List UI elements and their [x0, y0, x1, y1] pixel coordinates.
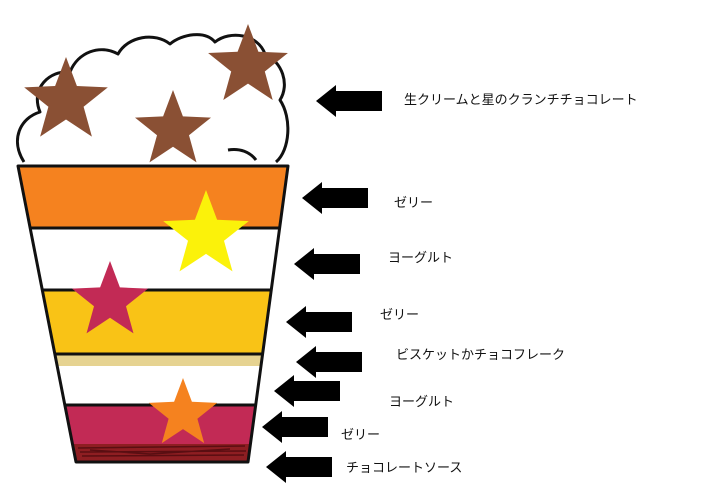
label-yogurt-2: ヨーグルト [389, 395, 455, 410]
arrow-left-icon [262, 411, 328, 443]
yogurt-layer-2 [57, 366, 261, 405]
star-icon [163, 190, 249, 272]
arrow-left-icon [316, 85, 382, 117]
biscuit-layer [54, 354, 263, 366]
arrow-left-icon [266, 451, 332, 483]
label-sauce: チョコレートソース [346, 461, 463, 476]
arrow-left-icon [296, 346, 362, 378]
arrow-left-icon [286, 306, 352, 338]
star-icon [135, 90, 211, 163]
label-jelly-3: ゼリー [341, 428, 381, 443]
label-topping: 生クリームと星のクランチチョコレート [404, 93, 638, 108]
yogurt-layer-1 [30, 228, 280, 290]
arrow-left-icon [274, 375, 340, 407]
star-icon [24, 57, 108, 137]
label-biscuit: ビスケットかチョコフレーク [396, 348, 566, 363]
label-jelly-1: ゼリー [394, 196, 434, 211]
star-icon [72, 261, 148, 334]
star-icon [148, 378, 218, 444]
jelly-yellow-layer [42, 290, 272, 354]
jelly-red-layer [64, 405, 256, 444]
sauce-scribble [77, 445, 247, 457]
cup-outline [16, 164, 290, 464]
jelly-orange-layer-1 [18, 166, 288, 228]
star-icon [208, 24, 288, 100]
label-jelly-2: ゼリー [380, 308, 420, 323]
arrow-left-icon [302, 182, 368, 214]
arrow-left-icon [294, 248, 360, 280]
label-yogurt-1: ヨーグルト [388, 251, 454, 266]
arrows [262, 85, 382, 483]
